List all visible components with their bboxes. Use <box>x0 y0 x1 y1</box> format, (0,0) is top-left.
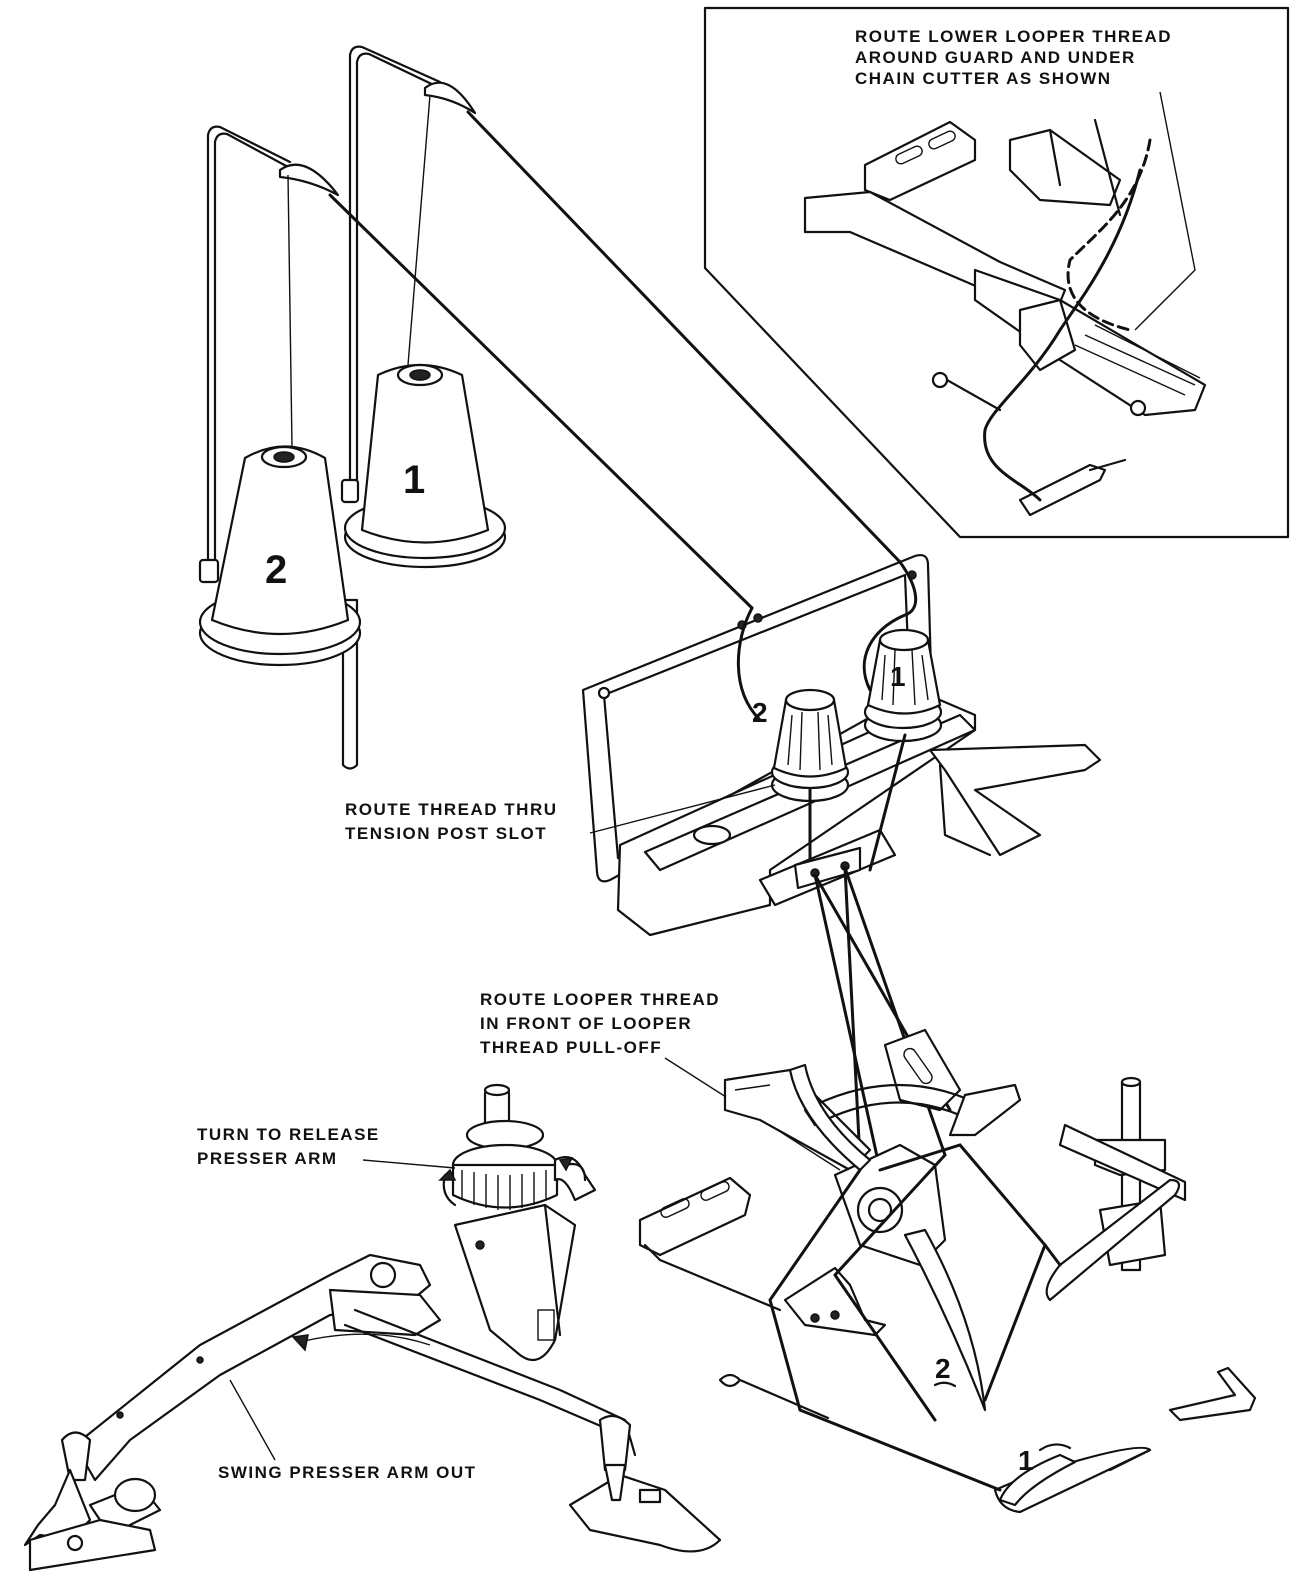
thread-stand: 1 2 <box>198 45 507 770</box>
thread-guide-1 <box>423 81 477 115</box>
inset-callout-line-2: AROUND GUARD AND UNDER <box>855 48 1136 67</box>
tension-post-2: 2 <box>752 688 850 803</box>
cone-2: 2 <box>198 445 362 667</box>
inset-mechanism <box>803 118 1207 517</box>
tension-callout-line-1: ROUTE THREAD THRU <box>345 800 558 819</box>
callout-release-presser: TURN TO RELEASE PRESSER ARM <box>197 1125 456 1169</box>
release-callout-line-2: PRESSER ARM <box>197 1149 338 1168</box>
release-callout-line-1: TURN TO RELEASE <box>197 1125 380 1144</box>
tension-post-1-label: 1 <box>890 661 906 692</box>
tension-assembly: 1 2 <box>581 553 1102 937</box>
looper-1-label: 1 <box>1018 1445 1034 1476</box>
thread-to-looper-1 <box>813 873 882 1172</box>
presser-foot-left <box>23 1431 162 1572</box>
looper-2-label: 2 <box>935 1353 951 1384</box>
thread-guide-2 <box>278 163 340 197</box>
looper-mechanism: 2 1 <box>638 1028 1257 1514</box>
tension-callout-line-2: TENSION POST SLOT <box>345 824 547 843</box>
cone-2-label: 2 <box>265 548 287 592</box>
callout-swing-presser: SWING PRESSER ARM OUT <box>218 1379 477 1482</box>
inset-callout-line-1: ROUTE LOWER LOOPER THREAD <box>855 27 1172 46</box>
looper-callout-line-3: THREAD PULL-OFF <box>480 1038 662 1057</box>
tension-post-1: 1 <box>863 628 943 743</box>
cone-1-label: 1 <box>403 458 425 502</box>
looper-callout-line-2: IN FRONT OF LOOPER <box>480 1014 692 1033</box>
inset-callout-line-3: CHAIN CUTTER AS SHOWN <box>855 69 1112 88</box>
swing-callout-text: SWING PRESSER ARM OUT <box>218 1463 477 1482</box>
stand-rod-2 <box>206 125 292 572</box>
callout-looper-front: ROUTE LOOPER THREAD IN FRONT OF LOOPER T… <box>480 990 841 1171</box>
inset-callout-text: ROUTE LOWER LOOPER THREAD AROUND GUARD A… <box>855 27 1172 88</box>
inset-lower-looper-detail: ROUTE LOWER LOOPER THREAD AROUND GUARD A… <box>703 6 1290 539</box>
cone-1: 1 <box>343 363 507 569</box>
thread-line-1 <box>466 110 902 564</box>
thread-line-2 <box>328 193 754 610</box>
callout-tension-post: ROUTE THREAD THRU TENSION POST SLOT <box>345 784 776 843</box>
looper-callout-line-1: ROUTE LOOPER THREAD <box>480 990 720 1009</box>
presser-foot-right <box>568 1414 722 1553</box>
tension-post-2-label: 2 <box>752 697 768 728</box>
stand-rod-1 <box>348 45 442 492</box>
presser-arm-assembly <box>23 1083 722 1572</box>
release-knob <box>451 1083 597 1210</box>
inset-leader-line <box>1134 91 1196 331</box>
